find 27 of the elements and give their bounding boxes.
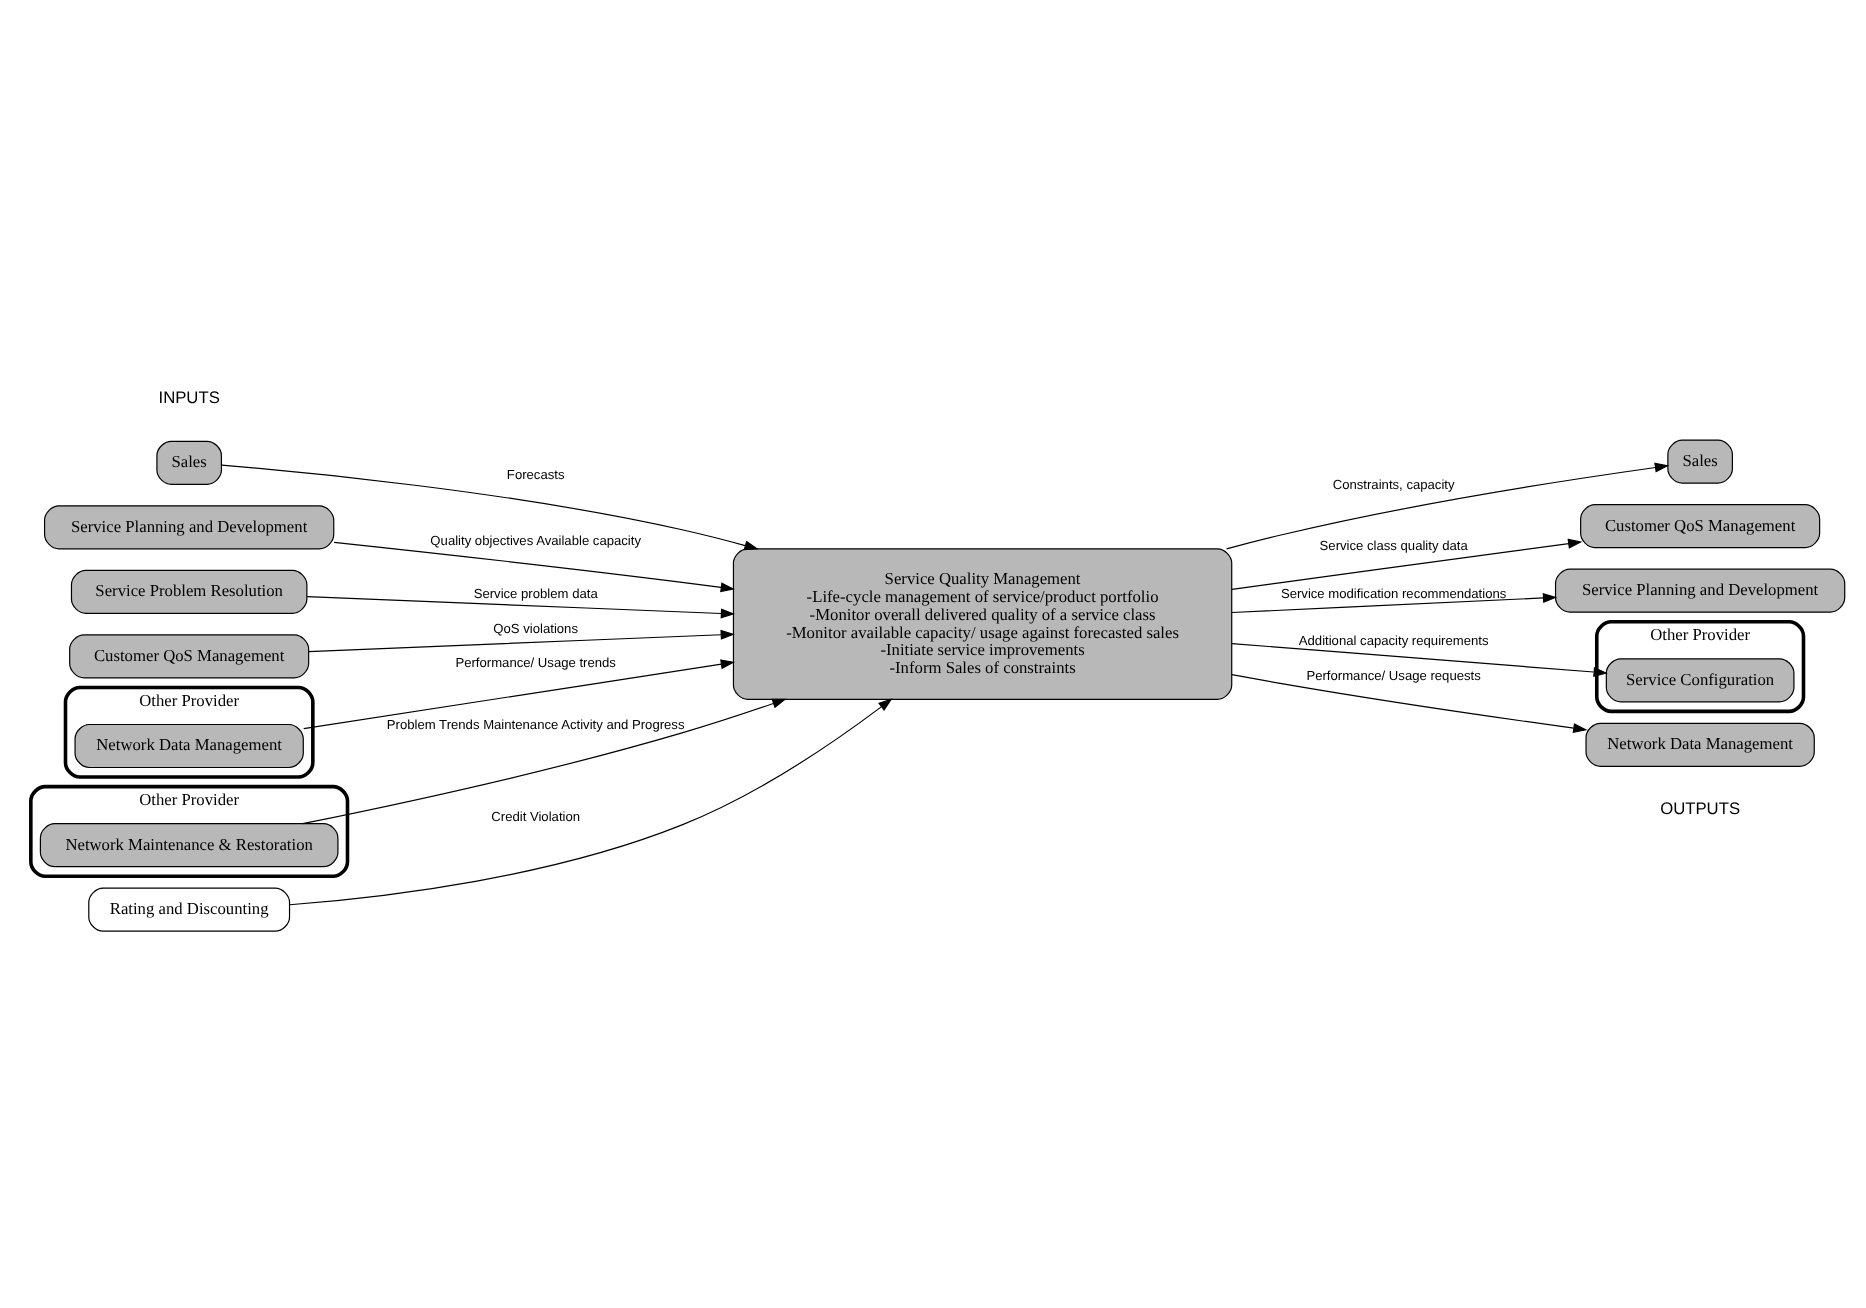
label: OUTPUTS (1660, 797, 1741, 818)
arrow (1231, 643, 1608, 677)
node-box: Customer QoS Management (1580, 504, 1821, 549)
node-box: Service Planning and Development (1554, 568, 1846, 613)
node-box: Service Quality Management -Life-cycle management of service/product portfolio -Monitor overall delivered quality of a service class -Monitor available capacity/ usage against forecasted sales -Initiate service improvements -Inform Sales of constraints (732, 548, 1233, 700)
arrow (306, 596, 736, 619)
label: INPUTS (158, 386, 220, 407)
node-box: Service Problem Resolution (70, 569, 308, 614)
node-box: Sales (156, 440, 223, 485)
arrow (289, 698, 893, 906)
arrow (221, 464, 759, 551)
node-box: Network Data Management (74, 723, 304, 769)
arrow (302, 698, 787, 825)
arrow (308, 629, 735, 653)
arrow (1231, 592, 1558, 614)
arrow (303, 659, 736, 730)
node-box: Service Planning and Development (44, 505, 335, 550)
arrow (1231, 674, 1588, 734)
node-box: Rating and Discounting (88, 887, 291, 932)
arrow (1225, 462, 1670, 550)
arrow (1231, 538, 1583, 590)
node-box: Sales (1667, 439, 1733, 484)
arrow (333, 541, 735, 593)
node-box: Service Configuration (1605, 658, 1795, 703)
node-box: Network Maintenance & Restoration (39, 823, 339, 868)
node-box: Customer QoS Management (69, 634, 310, 679)
node-box: Network Data Management (1585, 722, 1815, 767)
